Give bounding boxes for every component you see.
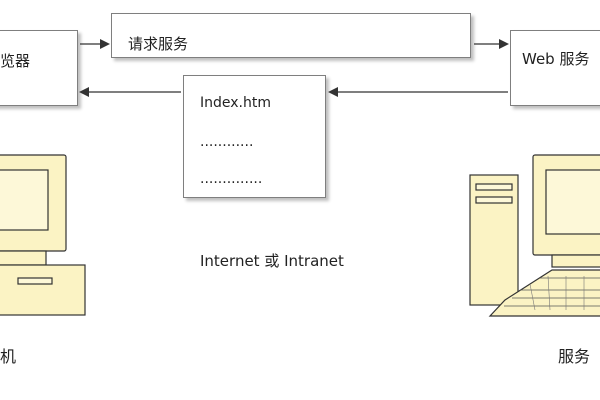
server-computer-label: 服务 xyxy=(558,347,591,366)
document-filename: Index.htm xyxy=(200,95,271,111)
client-computer-label: 机 xyxy=(0,347,17,366)
web-server-box xyxy=(510,30,600,106)
document-line-2: ............ xyxy=(200,134,254,150)
request-box xyxy=(111,13,471,58)
network-label: Internet 或 Intranet xyxy=(200,252,344,270)
document-line-3: .............. xyxy=(200,171,263,187)
document-box xyxy=(183,75,326,198)
browser-box xyxy=(0,30,78,106)
request-label: 请求服务 xyxy=(128,35,189,53)
web-server-label: Web 服务 xyxy=(522,50,590,68)
client-computer-icon xyxy=(0,154,86,316)
server-computer-icon xyxy=(469,154,600,317)
browser-box-label: 览器 xyxy=(0,52,31,70)
